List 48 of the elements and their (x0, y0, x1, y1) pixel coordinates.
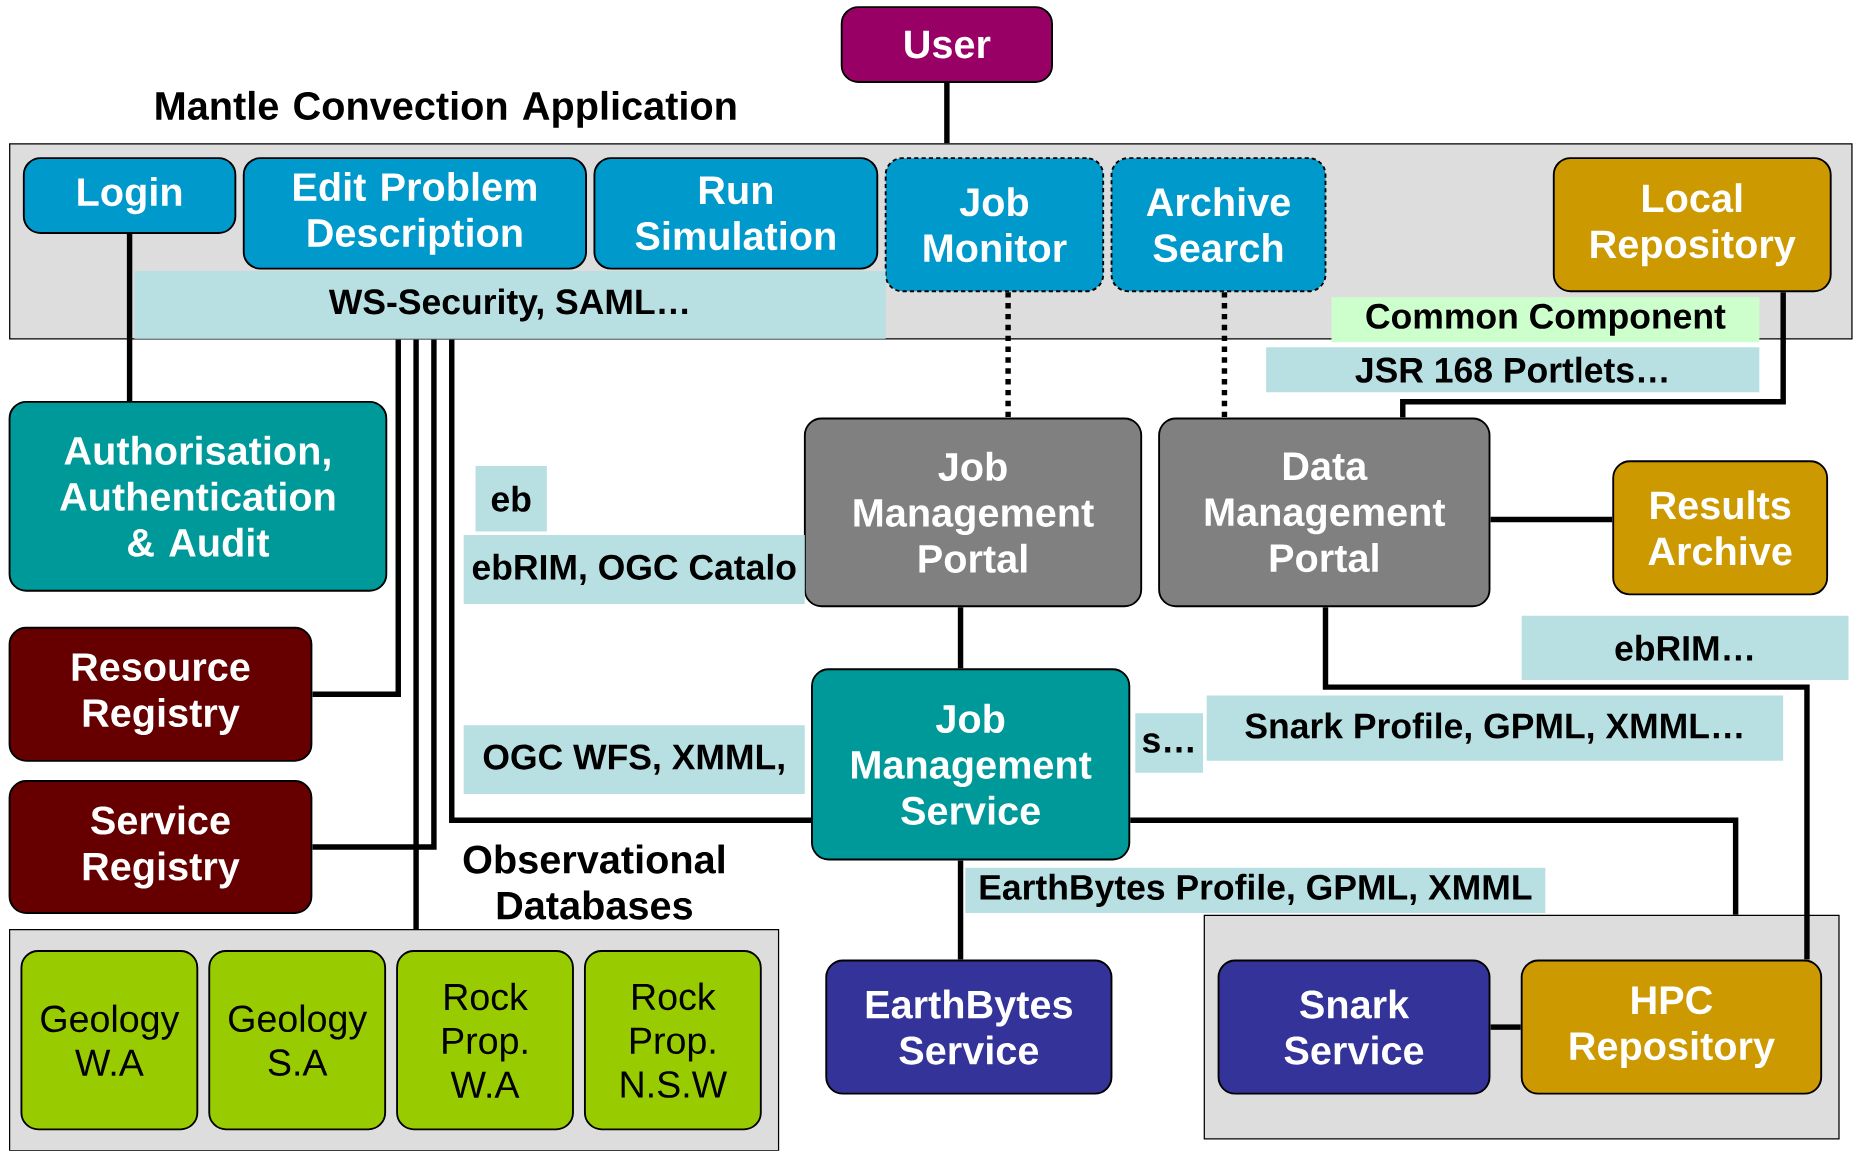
registry-box: Resource Registry (8, 626, 313, 762)
connector-line (1490, 516, 1613, 523)
panel-heading: Mantle Convection Application (156, 91, 736, 128)
database-box: Geology W.A (20, 950, 199, 1131)
protocol-label: eb (475, 466, 547, 532)
repository-box: Results Archive (1612, 460, 1829, 596)
repository-box: Local Repository (1552, 157, 1832, 293)
protocol-label: WS-Security, SAML… (134, 271, 886, 339)
database-box: Rock Prop. W.A (396, 950, 574, 1131)
database-box: Geology S.A (208, 950, 387, 1131)
connector-line (312, 339, 437, 850)
connector-line (312, 339, 401, 698)
connector-line (1130, 817, 1739, 915)
panel-heading: Observational Databases (463, 844, 724, 920)
connector-line (1400, 292, 1786, 418)
service-box: Job Management Service (811, 668, 1131, 861)
connector-line (449, 339, 812, 824)
portal-box: Data Management Portal (1158, 417, 1491, 608)
connector-line (1005, 292, 1011, 418)
protocol-label: OGC WFS, XMML, (463, 725, 805, 795)
connector-line (413, 339, 419, 930)
component-box: Job Monitor (884, 157, 1105, 293)
database-box: Rock Prop. N.S.W (583, 950, 762, 1131)
component-box: Archive Search (1110, 157, 1327, 293)
component-box: Edit Problem Description (242, 157, 587, 270)
protocol-label: s… (1135, 713, 1204, 773)
connector-line (1221, 292, 1228, 418)
portal-box: Job Management Portal (803, 417, 1143, 608)
component-box: Run Simulation (593, 157, 879, 270)
connector-line (1322, 607, 1810, 960)
service-box: Snark Service (1217, 959, 1491, 1095)
protocol-label: EarthBytes Profile, GPML, XMML (965, 867, 1546, 914)
protocol-label: ebRIM… (1521, 615, 1849, 681)
repository-box: HPC Repository (1520, 959, 1823, 1095)
service-box: EarthBytes Service (825, 959, 1113, 1095)
connector-line (957, 607, 964, 669)
component-box: Login (22, 157, 237, 235)
connector-line (957, 860, 964, 960)
user-box: User (840, 6, 1053, 84)
registry-box: Service Registry (8, 780, 313, 915)
protocol-label: ebRIM, OGC Catalo (463, 535, 805, 605)
protocol-label: Snark Profile, GPML, XMML… (1206, 695, 1784, 761)
connector-line (944, 83, 950, 144)
protocol-label: JSR 168 Portlets… (1266, 347, 1760, 393)
connector-line (1490, 1024, 1521, 1030)
connector-line (126, 234, 133, 401)
service-box: Authorisation, Authentication & Audit (8, 401, 388, 592)
protocol-label: Common Component (1331, 297, 1760, 343)
